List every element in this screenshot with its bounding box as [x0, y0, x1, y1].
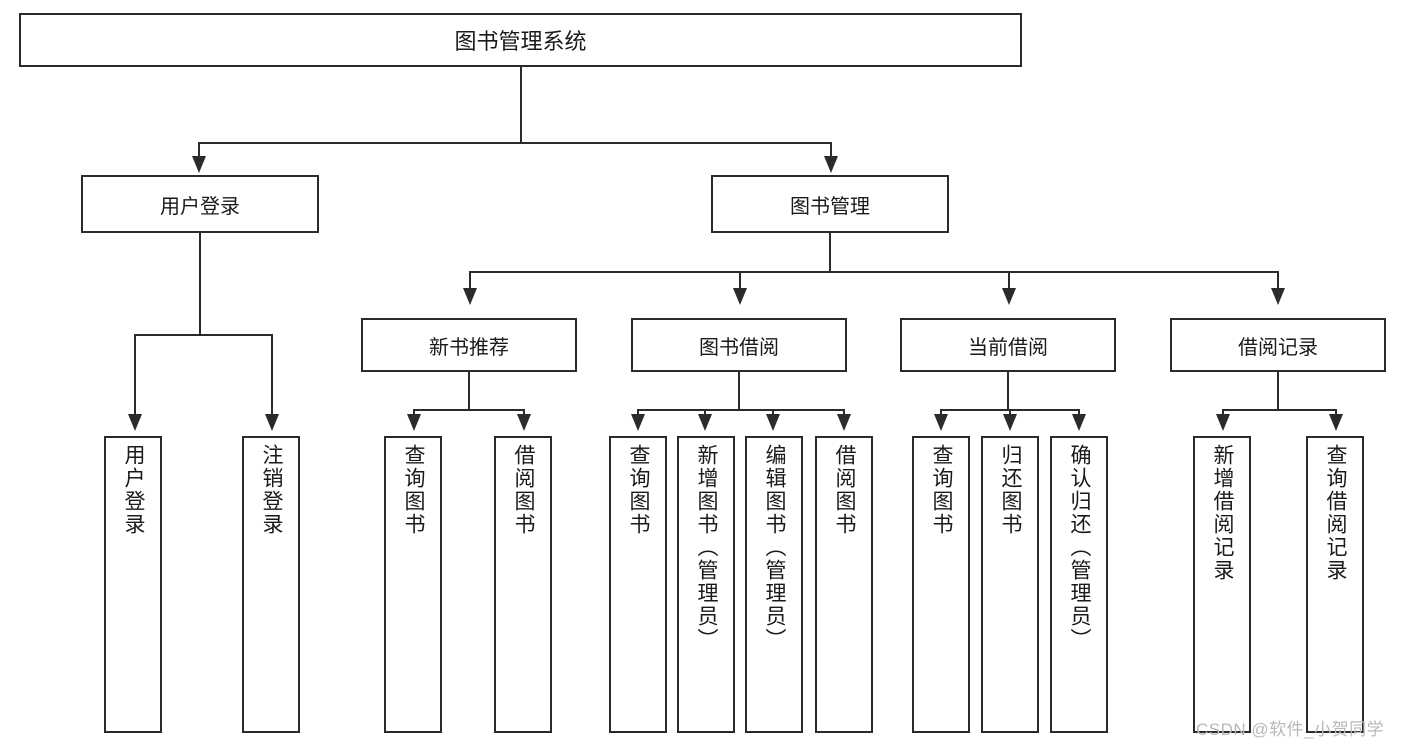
- connector-root-to-user-login: [198, 142, 200, 167]
- connector-bm-to-new-book: [469, 271, 471, 298]
- connector-root-bar: [198, 142, 832, 144]
- leaf-label: 新增借阅记录: [1211, 444, 1235, 582]
- connector-bm-to-current-borrow: [1008, 271, 1010, 298]
- leaf-label: 用户登录: [122, 444, 146, 536]
- node-book-borrow[interactable]: 图书借阅: [631, 318, 847, 372]
- leaf-return-book[interactable]: 归还图书: [981, 436, 1039, 733]
- arrow-book-borrow-leaf1: [631, 414, 645, 431]
- leaf-borrow-book-new-recommend[interactable]: 借阅图书: [494, 436, 552, 733]
- connector-bm-to-book-borrow: [739, 271, 741, 298]
- arrow-borrow-record-leaf2: [1329, 414, 1343, 431]
- leaf-add-book-admin[interactable]: 新增图书（管理员）: [677, 436, 735, 733]
- node-book-management[interactable]: 图书管理: [711, 175, 949, 233]
- leaf-label: 归还图书: [999, 444, 1023, 536]
- connector-borrow-record-trunk: [1277, 372, 1279, 409]
- leaf-confirm-return-admin[interactable]: 确认归还（管理员）: [1050, 436, 1108, 733]
- arrow-bm-to-borrow-record: [1271, 288, 1285, 305]
- connector-user-login-leaf1: [134, 334, 136, 422]
- arrow-user-login-leaf2: [265, 414, 279, 431]
- connector-book-management-trunk: [829, 233, 831, 271]
- node-current-borrow[interactable]: 当前借阅: [900, 318, 1116, 372]
- arrow-root-to-book-management: [824, 156, 838, 173]
- leaf-label: 查询图书: [627, 444, 651, 536]
- node-label: 借阅记录: [1238, 336, 1318, 359]
- node-label: 图书管理: [790, 195, 870, 218]
- connector-book-borrow-bar: [637, 409, 844, 411]
- watermark-text: CSDN @软件_小贺同学: [1196, 720, 1385, 739]
- node-user-login[interactable]: 用户登录: [81, 175, 319, 233]
- leaf-label: 编辑图书（管理员）: [763, 444, 787, 651]
- arrow-root-to-user-login: [192, 156, 206, 173]
- node-label: 图书借阅: [699, 336, 779, 359]
- leaf-label: 确认归还（管理员）: [1068, 444, 1092, 651]
- arrow-book-borrow-leaf3: [766, 414, 780, 431]
- leaf-add-borrow-record[interactable]: 新增借阅记录: [1193, 436, 1251, 733]
- leaf-query-book-new-recommend[interactable]: 查询图书: [384, 436, 442, 733]
- connector-borrow-record-bar: [1222, 409, 1336, 411]
- leaf-label: 查询图书: [402, 444, 426, 536]
- leaf-edit-book-admin[interactable]: 编辑图书（管理员）: [745, 436, 803, 733]
- leaf-user-login[interactable]: 用户登录: [104, 436, 162, 733]
- node-label: 新书推荐: [429, 336, 509, 359]
- connector-book-management-bar: [469, 271, 1279, 273]
- leaf-label: 查询图书: [930, 444, 954, 536]
- arrow-book-borrow-leaf2: [698, 414, 712, 431]
- arrow-user-login-leaf1: [128, 414, 142, 431]
- arrow-borrow-record-leaf1: [1216, 414, 1230, 431]
- arrow-book-borrow-leaf4: [837, 414, 851, 431]
- leaf-query-book-current[interactable]: 查询图书: [912, 436, 970, 733]
- connector-user-login-leaf2: [271, 334, 273, 422]
- leaf-query-borrow-record[interactable]: 查询借阅记录: [1306, 436, 1364, 733]
- node-borrow-record[interactable]: 借阅记录: [1170, 318, 1386, 372]
- arrow-current-borrow-leaf1: [934, 414, 948, 431]
- leaf-logout[interactable]: 注销登录: [242, 436, 300, 733]
- leaf-label: 注销登录: [260, 444, 284, 536]
- arrow-current-borrow-leaf3: [1072, 414, 1086, 431]
- connector-book-borrow-trunk: [738, 372, 740, 409]
- node-new-book-recommend[interactable]: 新书推荐: [361, 318, 577, 372]
- connector-user-login-trunk: [199, 233, 201, 334]
- node-root-book-management-system[interactable]: 图书管理系统: [19, 13, 1022, 67]
- leaf-borrow-book[interactable]: 借阅图书: [815, 436, 873, 733]
- connector-new-book-bar: [413, 409, 524, 411]
- leaf-label: 借阅图书: [512, 444, 536, 536]
- arrow-new-book-leaf2: [517, 414, 531, 431]
- leaf-label: 借阅图书: [833, 444, 857, 536]
- connector-root-trunk: [520, 67, 522, 142]
- node-label: 图书管理系统: [454, 29, 587, 54]
- connector-root-to-book-management: [830, 142, 832, 167]
- connector-bm-to-borrow-record: [1277, 271, 1279, 298]
- arrow-current-borrow-leaf2: [1003, 414, 1017, 431]
- connector-user-login-bar: [134, 334, 273, 336]
- arrow-bm-to-book-borrow: [733, 288, 747, 305]
- node-label: 当前借阅: [968, 336, 1048, 359]
- leaf-label: 查询借阅记录: [1324, 444, 1348, 582]
- connector-new-book-trunk: [468, 372, 470, 409]
- node-label: 用户登录: [160, 195, 240, 218]
- arrow-bm-to-new-book: [463, 288, 477, 305]
- connector-current-borrow-trunk: [1007, 372, 1009, 409]
- arrow-new-book-leaf1: [407, 414, 421, 431]
- leaf-label: 新增图书（管理员）: [695, 444, 719, 651]
- arrow-bm-to-current-borrow: [1002, 288, 1016, 305]
- leaf-query-book-borrow[interactable]: 查询图书: [609, 436, 667, 733]
